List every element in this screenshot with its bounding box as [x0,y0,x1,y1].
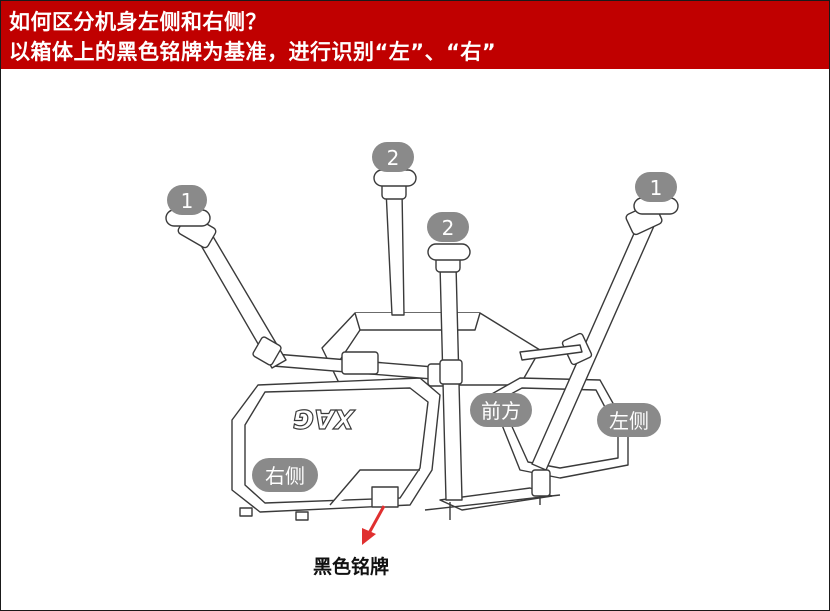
label-front: 前方 [470,393,532,427]
nameplate-arrow [362,506,384,545]
badge-arm-2-front: 2 [427,212,469,242]
drone-diagram: XAG 1 2 2 1 右侧 前方 左侧 [0,69,830,609]
svg-text:右侧: 右侧 [265,464,305,488]
arm-front-right [166,210,286,368]
title-question: 如何区分机身左侧和右侧？ [9,6,267,36]
label-left-side: 左侧 [597,403,661,437]
badge-label: 1 [181,189,194,213]
svg-text:左侧: 左侧 [609,409,649,433]
badge-arm-1-right: 1 [167,185,207,215]
badge-arm-2-rear: 2 [372,142,414,172]
svg-text:前方: 前方 [481,399,521,423]
badge-arm-1-left: 1 [635,172,677,202]
arm-rear-left [374,170,416,315]
label-right-side: 右侧 [252,458,318,492]
xag-logo: XAG [292,403,356,433]
badge-label: 2 [442,216,455,240]
title-banner: 如何区分机身左侧和右侧？ 以箱体上的黑色铭牌为基准，进行识别“左”、“右” [1,1,829,69]
nameplate-caption: 黑色铭牌 [313,552,389,579]
title-instruction: 以箱体上的黑色铭牌为基准，进行识别“左”、“右” [9,36,496,66]
badge-label: 1 [650,176,663,200]
badge-label: 2 [387,146,400,170]
drone-body-right-shell [232,378,440,520]
